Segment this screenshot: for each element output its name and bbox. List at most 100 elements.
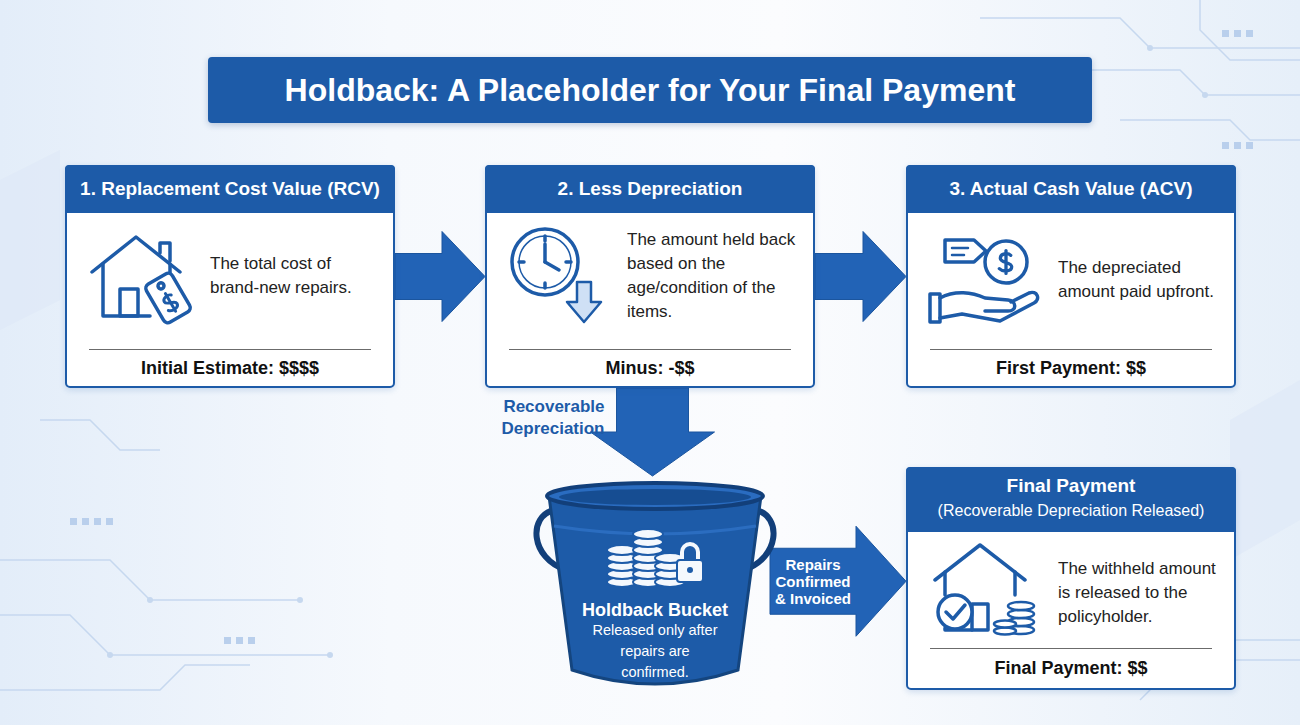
cash-hand-icon (945, 240, 986, 262)
lock-keyhole (687, 567, 693, 573)
background-hexagons (0, 150, 60, 330)
process-box: 1. Replacement Cost Value (RCV)The total… (65, 165, 395, 388)
pixel-squares (82, 518, 89, 525)
house-check-icon (946, 605, 965, 619)
cash-hand-icon (930, 294, 940, 322)
edge-label: Repairs Confirmed & Invoiced (770, 556, 856, 607)
circuit-nodes (147, 597, 153, 603)
clock-icon (519, 260, 524, 264)
house-check-icon (938, 595, 972, 629)
pixel-squares (94, 518, 101, 525)
house-check-icon (972, 604, 988, 630)
circuit-lines (0, 560, 300, 600)
pixel-squares (1234, 142, 1241, 149)
pixel-squares (106, 518, 113, 525)
house-tag-icon (168, 264, 172, 280)
circuit-nodes (1147, 45, 1153, 51)
clock-icon (543, 244, 547, 262)
house-check-icon (994, 628, 1016, 635)
circuit-lines (0, 0, 1300, 700)
clock-icon (519, 236, 571, 288)
node-body-text: The amount held back based on the age/co… (627, 215, 803, 337)
divider-line (930, 648, 1212, 649)
house-check-icon (943, 572, 947, 595)
bucket-rim (547, 483, 763, 509)
node-body-text: Released only after repairs are confirme… (585, 617, 725, 685)
divider-line (509, 349, 791, 350)
node-heading: 2. Less Depreciation (487, 167, 813, 211)
amount-text: First Payment: $$ (908, 355, 1234, 381)
house-tag-icon (92, 237, 192, 325)
clock-icon (566, 260, 571, 264)
house-check-icon (1013, 572, 1017, 595)
block-arrow (815, 232, 906, 322)
clock-icon (545, 262, 559, 270)
process-box: 2. Less DepreciationThe amount held back… (485, 165, 815, 388)
house-tag-icon (120, 289, 138, 316)
house-tag-icon (103, 264, 150, 316)
divider-line (89, 349, 371, 350)
house-check-icon (994, 621, 1016, 628)
clock-icon (512, 229, 601, 322)
process-box: Final Payment(Recoverable Depreciation R… (906, 467, 1236, 690)
pixel-squares (1234, 30, 1241, 37)
house-tag-icon (157, 282, 165, 290)
block-arrow (770, 526, 906, 636)
cash-hand-icon (940, 293, 1015, 311)
circuit-nodes (297, 597, 303, 603)
circuit-nodes (327, 652, 333, 658)
clock-icon (512, 229, 578, 295)
circuit-lines (0, 615, 330, 655)
house-tag-icon (144, 271, 192, 324)
node-heading: Holdback Bucket (540, 598, 770, 622)
coin-stack (633, 529, 663, 539)
pixel-squares (1246, 30, 1253, 37)
cash-hand-icon (940, 292, 1038, 321)
house-check-icon (935, 545, 1025, 580)
house-tag-icon (160, 291, 180, 314)
cash-hand-icon (985, 241, 1027, 283)
node-heading: 1. Replacement Cost Value (RCV) (67, 167, 393, 211)
amount-text: Minus: -$$ (487, 355, 813, 381)
background-hexagons (1230, 380, 1300, 560)
holdback-bucket: Holdback BucketReleased only after repai… (540, 476, 770, 692)
bucket-body (549, 496, 761, 684)
bucket-opening (559, 489, 751, 505)
title-banner: Holdback: A Placeholder for Your Final P… (208, 57, 1092, 123)
clock-icon (567, 282, 601, 322)
circuit-nodes (107, 652, 113, 658)
clock-icon (543, 283, 547, 288)
divider-line (930, 349, 1212, 350)
block-arrow (591, 388, 715, 476)
pixel-squares (1246, 142, 1253, 149)
house-check-icon (1008, 618, 1034, 626)
circuit-lines (980, 18, 1300, 48)
cash-hand-icon (952, 247, 968, 250)
house-check-icon (935, 545, 1034, 635)
house-tag-icon (160, 243, 170, 261)
background-hexagons (0, 150, 1300, 560)
cash-hand-icon (930, 240, 1038, 322)
house-check-icon (945, 628, 972, 630)
process-box: 3. Actual Cash Value (ACV) The depreciate… (906, 165, 1236, 388)
pixel-squares (70, 518, 77, 525)
cash-hand-icon (999, 251, 1011, 274)
lock-shackle (682, 544, 698, 560)
node-body-text: The withheld amount is released to the p… (1058, 545, 1223, 641)
pixel-squares (1222, 142, 1229, 149)
circuit-lines (0, 665, 250, 690)
house-check-icon (1008, 610, 1034, 618)
node-body-text: The depreciated amount paid upfront. (1058, 219, 1218, 341)
house-check-icon (1008, 626, 1034, 634)
amount-text: Final Payment: $$ (908, 655, 1234, 681)
node-body-text: The total cost of brand-new repairs. (210, 215, 382, 337)
node-heading: (Recoverable Depreciation Released) (908, 499, 1234, 523)
house-tag-icon (92, 237, 180, 272)
circuit-nodes (1202, 92, 1208, 98)
pixel-squares (248, 637, 255, 644)
circuit-lines (40, 420, 160, 450)
circuit-lines (1200, 0, 1300, 60)
node-heading: 3. Actual Cash Value (ACV) (908, 167, 1234, 211)
cash-hand-icon (952, 254, 964, 257)
